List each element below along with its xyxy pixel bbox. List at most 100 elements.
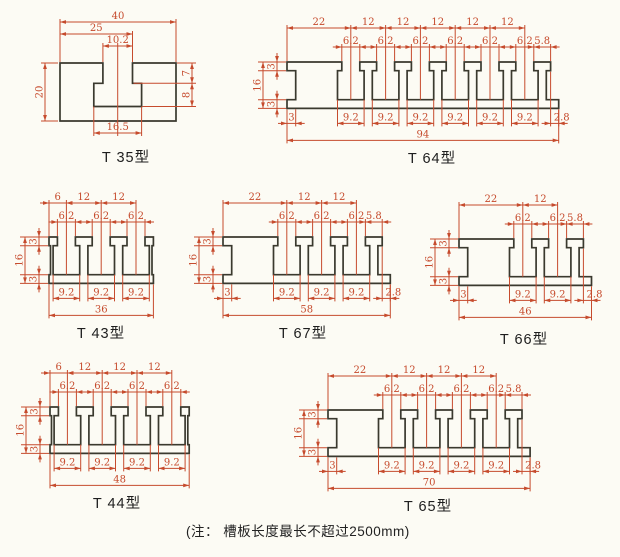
dimension-label: 22 <box>354 365 367 376</box>
dimension-arrow <box>302 450 306 457</box>
dimension-arrow <box>350 26 357 30</box>
dimension-arrow <box>440 45 447 49</box>
dimension-label: 58 <box>300 305 313 316</box>
dimension-arrow <box>281 121 287 126</box>
dimension-arrow <box>407 121 414 126</box>
dimension-label: 46 <box>519 307 532 318</box>
dimension-arrow <box>275 70 279 77</box>
dimension-arrow <box>390 296 397 301</box>
dimension-arrow <box>87 390 94 394</box>
dimension-arrow <box>459 315 465 320</box>
dimension-label: 16 <box>425 256 436 269</box>
dimension-label: 9.2 <box>378 113 394 124</box>
dimension-label: 6.2 <box>447 36 463 47</box>
dimension-label: 12 <box>112 192 125 203</box>
dimension-arrow <box>43 201 49 205</box>
dimension-arrow <box>147 313 154 318</box>
dimension-arrow <box>503 469 510 474</box>
dimension-arrow <box>315 201 322 205</box>
dimension-arrow <box>490 374 497 378</box>
dimension-arrow <box>335 45 342 49</box>
dimension-label: 12 <box>78 362 91 373</box>
dimension-arrow <box>190 83 194 90</box>
dimension-arrow <box>550 45 557 49</box>
dimension-arrow <box>302 410 306 416</box>
dimension-label: 6.2 <box>58 211 74 222</box>
dimension-arrow <box>190 100 194 107</box>
dimension-label: 6.2 <box>378 36 394 47</box>
dimension-label: 9.2 <box>128 288 144 299</box>
dimension-label: 6.2 <box>59 381 75 392</box>
dimension-label: 3 <box>439 240 450 246</box>
dimension-arrow <box>295 220 302 224</box>
dimension-arrow <box>101 201 108 205</box>
drawing-title-t66: T 66型 <box>499 332 549 348</box>
dimension-arrow <box>158 466 165 471</box>
dimension-label: 6.2 <box>550 213 566 224</box>
dimension-arrow <box>328 486 334 491</box>
dimension-arrow <box>190 63 194 69</box>
dimension-label: 12 <box>362 17 375 28</box>
dimension-label: 9.2 <box>129 458 145 469</box>
dimension-label: 9.2 <box>488 461 504 472</box>
dimension-arrow <box>405 45 412 49</box>
dimension-label: 12 <box>403 365 416 376</box>
dimension-label: 6.2 <box>94 381 110 392</box>
dimension-arrow <box>275 93 279 100</box>
dimension-arrow <box>411 393 418 397</box>
dimension-arrow <box>392 121 399 126</box>
dimension-arrow <box>322 469 328 474</box>
dimension-label: 3 <box>267 63 278 69</box>
dimension-arrow <box>287 26 293 30</box>
dimension-arrow <box>37 283 41 290</box>
dimension-label: 2.8 <box>554 113 570 124</box>
dimension-arrow <box>391 374 398 378</box>
dimension-arrow <box>516 469 522 474</box>
dimension-label: 6.2 <box>515 213 531 224</box>
dimension-label: 6.2 <box>384 384 400 395</box>
dimension-arrow <box>179 466 186 471</box>
dimension-arrow <box>511 121 518 126</box>
dimension-arrow <box>110 220 117 224</box>
dimension-arrow <box>530 298 537 303</box>
dimension-arrow <box>459 203 465 207</box>
dimension-label: 25 <box>90 23 103 34</box>
dimension-label: 70 <box>423 478 436 489</box>
dimension-label: 9.2 <box>453 461 469 472</box>
dimension-arrow <box>524 486 531 491</box>
dimension-arrow <box>211 268 215 275</box>
dimension-arrow <box>370 45 377 49</box>
dimension-label: 9.2 <box>419 461 435 472</box>
dimension-arrow <box>211 231 215 237</box>
dimension-arrow <box>73 296 80 301</box>
dimension-arrow <box>447 270 451 277</box>
dimension-arrow <box>544 298 551 303</box>
dimension-arrow <box>261 102 265 109</box>
dimension-arrow <box>350 201 357 205</box>
dimension-arrow <box>558 121 565 126</box>
dimension-arrow <box>358 121 365 126</box>
dimension-arrow <box>316 404 320 410</box>
dimension-label: 12 <box>534 194 547 205</box>
dimension-arrow <box>275 108 279 115</box>
dimension-arrow <box>316 418 320 425</box>
dimension-arrow <box>156 390 163 394</box>
dimension-arrow <box>308 296 315 301</box>
dimension-arrow <box>75 220 82 224</box>
dimension-label: 3 <box>29 238 40 244</box>
dimension-arrow <box>507 222 514 226</box>
note-text: (注： 槽板长度最长不超过2500mm) <box>186 524 410 539</box>
dimension-arrow <box>385 26 392 30</box>
dimension-arrow <box>433 279 437 286</box>
dimension-label: 12 <box>333 192 346 203</box>
dimension-label: 9.2 <box>93 288 109 299</box>
dimension-label: 12 <box>431 17 444 28</box>
dimension-label: 6.2 <box>279 211 295 222</box>
dimension-label: 5.8 <box>567 213 583 224</box>
dimension-label: 6.2 <box>453 384 469 395</box>
dimension-arrow <box>426 374 433 378</box>
